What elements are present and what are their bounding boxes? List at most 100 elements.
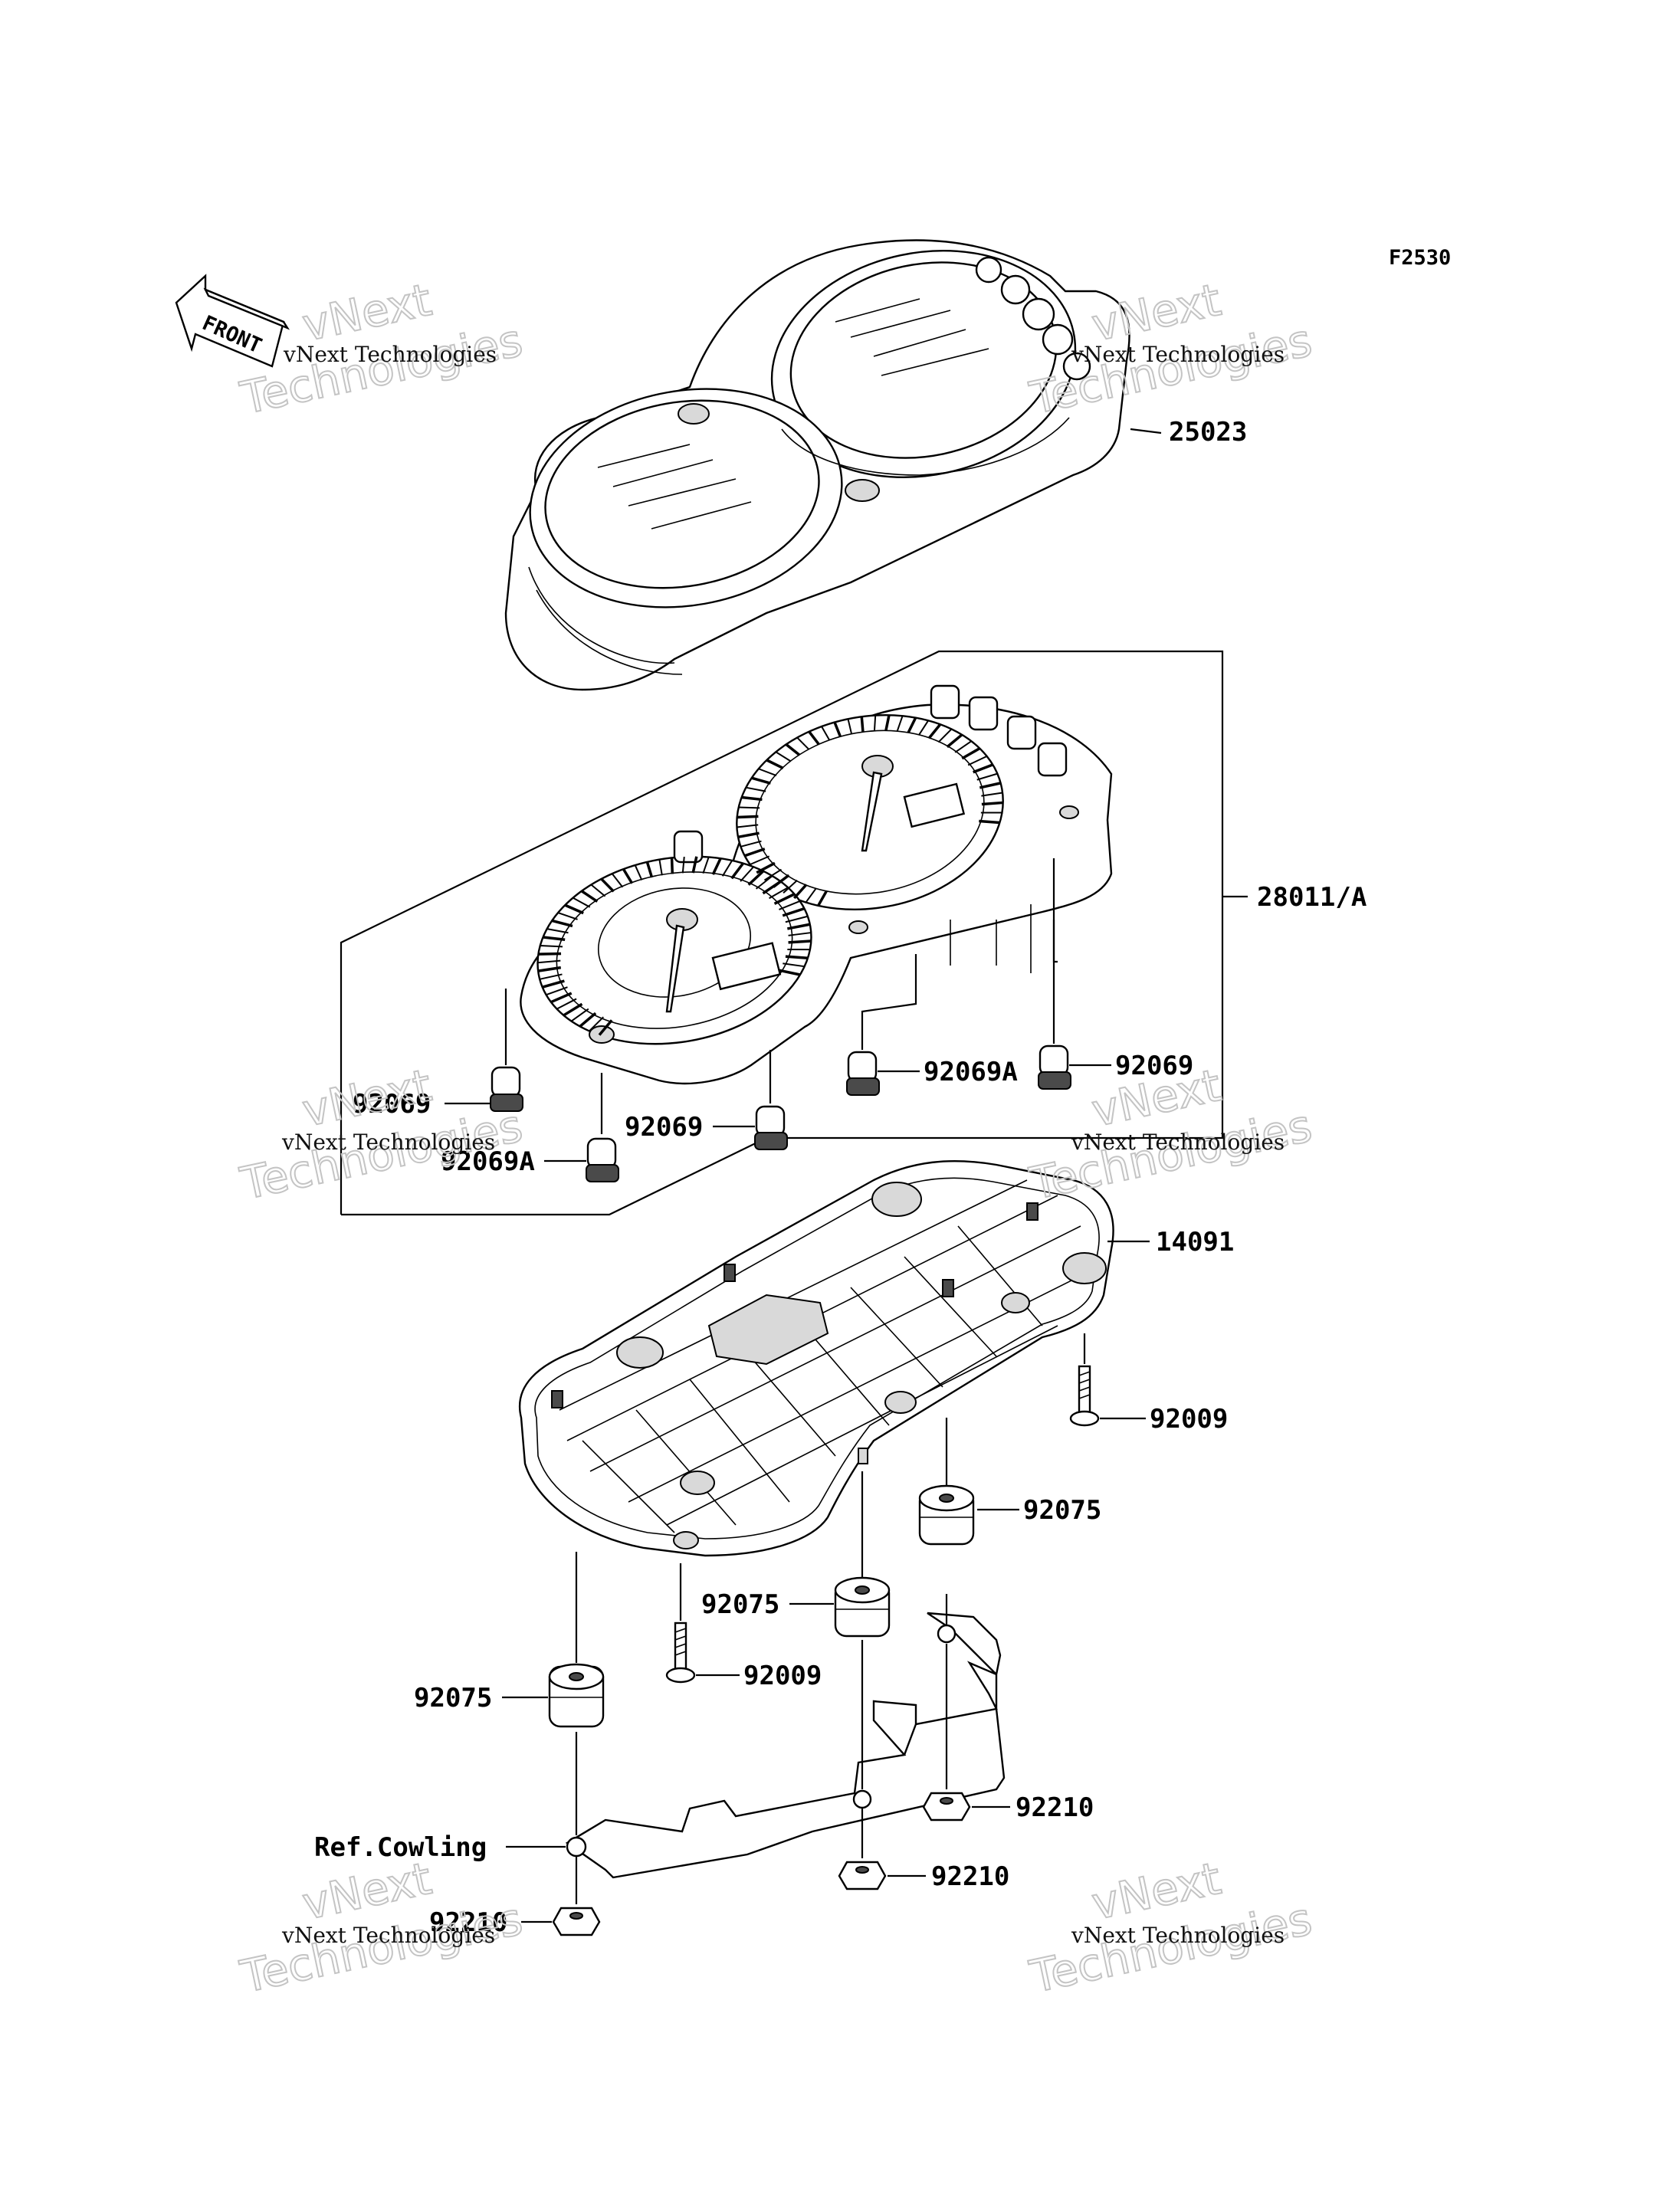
label-92069a-left: 92069A [441,1146,535,1177]
dial-tick [537,966,562,972]
dial-tick [758,768,777,777]
svg-text:vNext Technologies: vNext Technologies [1071,342,1285,367]
dial-tick [981,801,1003,806]
grommet-92075-center [834,1471,891,1638]
label-92210-center: 92210 [931,1861,1009,1892]
dial-tick [779,969,801,976]
dial-tick [737,831,760,839]
dial-tick [691,856,698,874]
dial-tick [681,856,685,874]
dial-tick [779,900,801,910]
dial-tick [570,1008,589,1022]
dial-tick [746,786,766,792]
label-92069-center: 92069 [625,1112,703,1143]
svg-text:vNext Technologies: vNext Technologies [1071,1923,1285,1948]
meter-case-14091 [518,1159,1114,1557]
label-25023: 25023 [1169,417,1247,448]
dial-tick [573,897,591,908]
label-92075-left: 92075 [414,1683,492,1713]
dial-tick [611,873,624,888]
dial-tick [546,928,569,934]
dial-tick [979,819,1000,825]
dial-tick [782,907,806,917]
dial-tick [539,973,563,980]
watermark-bottom-right: vNext Technologies vNext Technologies [1025,1851,1317,2004]
dial-tick [961,747,981,760]
dial-tick [937,728,953,743]
tachometer-tick-marks [737,714,1003,907]
dial-tick [792,884,808,900]
label-92069-right: 92069 [1115,1051,1193,1081]
dial-tick [730,862,744,880]
bulb-socket-left-a [586,1073,619,1182]
dial-tick [744,848,766,857]
dial-tick [773,893,796,905]
dial-tick [907,716,917,733]
dial-tick [946,733,963,749]
dial-tick [557,912,578,920]
dial-tick [785,955,809,959]
dial-tick [860,716,865,732]
figure-code: F2530 [1389,246,1451,270]
dial-tick [766,759,784,770]
dial-tick [783,879,798,894]
bracket-ref-cowling [565,1612,1006,1879]
dial-tick [979,782,1001,789]
dial-tick [538,952,562,956]
label-92075-right: 92075 [1023,1495,1101,1526]
dial-tick [550,992,573,1004]
dial-tick [598,1019,613,1036]
dial-tick [756,861,776,874]
dial-tick [775,751,792,762]
label-92009-right: 92009 [1150,1404,1228,1435]
speedometer-tick-marks [537,856,812,1036]
svg-text:vNext Technologies: vNext Technologies [281,1130,495,1155]
label-92210-right: 92210 [1016,1792,1094,1823]
dial-tick [918,720,929,736]
meter-cover-25023 [504,239,1130,691]
dial-tick [556,998,577,1010]
dial-tick [805,887,817,903]
bulb-socket-center [754,1050,788,1150]
dial-tick [762,880,782,895]
dial-tick [740,866,754,882]
label-92069a-right: 92069A [924,1057,1018,1087]
nut-92210-center [838,1808,887,1890]
dial-tick [967,755,988,766]
dial-tick [796,736,809,750]
dial-tick [721,860,733,877]
dial-tick [896,715,904,732]
nut-92210-right [922,1644,971,1822]
svg-text:vNext Technologies: vNext Technologies [1071,1130,1285,1155]
dial-tick [579,1012,597,1028]
dial-tick [821,726,830,741]
dial-tick [785,743,801,756]
dial-tick [741,795,763,802]
dial-tick [546,986,568,996]
dial-tick [580,890,599,903]
watermark-middle-left: vNext Technologies vNext Technologies [235,1058,528,1211]
label-92009-center: 92009 [743,1661,822,1691]
dial-tick [738,806,760,809]
dial-tick [808,730,820,746]
dial-tick [927,723,942,739]
label-92210-left: 92210 [429,1907,507,1938]
front-arrow-icon: FRONT [175,274,290,368]
dial-tick [737,815,759,819]
dial-tick [755,875,773,890]
dial-tick [590,884,606,897]
grommet-92075-right [918,1418,975,1546]
dial-tick [788,932,812,936]
meter-assembly-28011a [520,684,1113,1085]
dial-tick [973,763,993,774]
dial-tick [563,1002,583,1017]
label-92075-center: 92075 [701,1589,779,1620]
dial-tick [747,870,765,886]
label-92069-left: 92069 [353,1089,431,1120]
dial-tick [750,855,770,866]
dial-tick [589,1016,604,1032]
dial-tick [551,919,573,928]
dial-tick [658,859,663,876]
dial-tick [873,715,877,731]
